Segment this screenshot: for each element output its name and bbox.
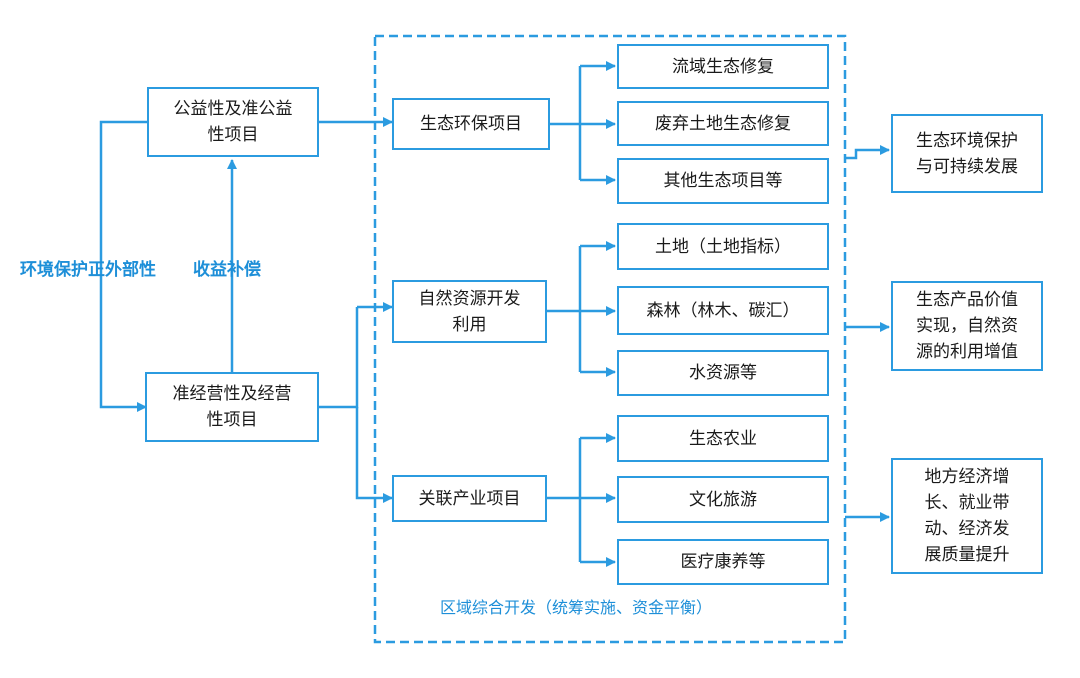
outcome-resource-line1: 生态产品价值 [916,290,1018,310]
leaf-resource-2: 森林（林木、碳汇） [617,286,829,335]
compensation-label: 收益补偿 [193,260,261,280]
outcome-eco-line2: 与可持续发展 [916,156,1018,177]
eco-project-box: 生态环保项目 [392,98,550,150]
leaf-eco-2-label: 废弃土地生态修复 [655,113,791,134]
resource-dev-line1: 自然资源开发 [418,288,521,309]
outcome-industry-line2: 长、就业带 [924,493,1010,513]
leaf-resource-2-label: 森林（林木、碳汇） [646,300,800,321]
outcome-resource-box: 生态产品价值 实现，自然资 源的利用增值 [891,281,1043,371]
public-project-line1: 公益性及准公益 [173,99,293,119]
leaf-resource-3: 水资源等 [617,350,829,396]
outcome-eco-box: 生态环境保护 与可持续发展 [891,114,1043,193]
commercial-project-box: 准经营性及经营 性项目 [145,372,319,442]
leaf-eco-2: 废弃土地生态修复 [617,101,829,146]
leaf-resource-1-label: 土地（土地指标） [655,236,791,257]
leaf-industry-1-label: 生态农业 [689,428,757,449]
leaf-industry-3: 医疗康养等 [617,539,829,585]
connector-commercial [318,307,359,409]
leaf-eco-3-label: 其他生态项目等 [663,171,783,191]
outcome-industry-line4: 展质量提升 [924,545,1010,565]
arrow-externality [99,120,148,412]
related-industry-box: 关联产业项目 [392,475,547,522]
arrow-outcome-eco [845,145,890,160]
outcome-industry-line3: 动、经济发 [924,519,1010,539]
outcome-resource-line3: 源的利用增值 [916,342,1018,362]
leaf-eco-3: 其他生态项目等 [617,158,829,204]
outcome-industry-box: 地方经济增 长、就业带 动、经济发 展质量提升 [891,458,1043,574]
externality-label: 环境保护正外部性 [20,260,156,280]
outcome-industry-line1: 地方经济增 [924,467,1010,487]
outcome-resource-line2: 实现，自然资 [916,316,1018,336]
leaf-industry-3-label: 医疗康养等 [680,552,766,572]
leaf-industry-1: 生态农业 [617,415,829,462]
region-label: 区域综合开发（统筹实施、资金平衡） [440,598,713,617]
public-project-box: 公益性及准公益 性项目 [147,87,319,157]
leaf-eco-1-label: 流域生态修复 [672,56,774,77]
resource-dev-line2: 利用 [452,314,487,335]
public-project-line2: 性项目 [207,125,259,145]
outcome-eco-line1: 生态环境保护 [916,130,1018,151]
resource-dev-box: 自然资源开发 利用 [392,280,547,343]
leaf-resource-3-label: 水资源等 [689,363,757,383]
arrow-to-industry [355,407,393,503]
eco-project-label: 生态环保项目 [420,114,522,134]
leaf-industry-2-label: 文化旅游 [689,489,757,510]
leaf-eco-1: 流域生态修复 [617,44,829,89]
region-dashed-border [373,34,847,644]
leaf-resource-1: 土地（土地指标） [617,223,829,270]
related-industry-label: 关联产业项目 [418,488,521,509]
commercial-project-line2: 性项目 [206,410,258,430]
leaf-industry-2: 文化旅游 [617,476,829,523]
commercial-project-line1: 准经营性及经营 [172,384,292,404]
